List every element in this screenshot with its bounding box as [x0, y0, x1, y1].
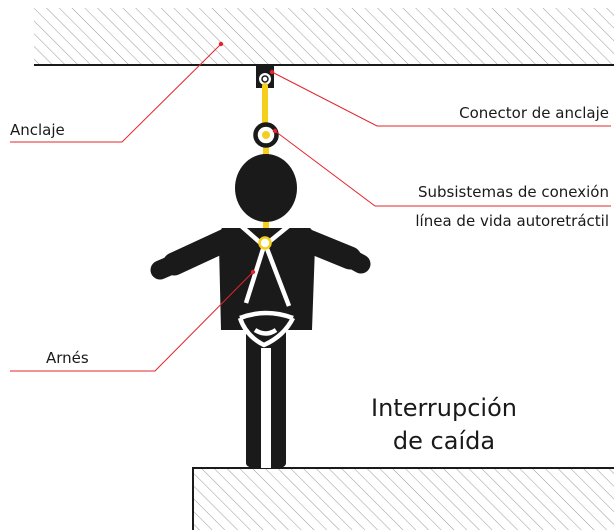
connection-ring — [253, 122, 279, 148]
anchor-label: Anclaje — [10, 121, 65, 139]
fall-arrest-title-line2: de caída — [393, 427, 495, 455]
worker-figure — [150, 154, 371, 468]
floor-platform — [192, 467, 614, 530]
floor-edge — [192, 467, 614, 530]
dorsal-d-ring — [258, 236, 272, 250]
leader-dots — [218, 41, 278, 275]
harness-label: Arnés — [46, 349, 89, 367]
ceiling-hatch — [34, 8, 614, 65]
leader-connection-subsystem — [274, 130, 611, 207]
worker-left-arm — [162, 228, 238, 276]
leader-anchor-connector — [271, 71, 611, 127]
anchor-connector-label: Conector de anclaje — [459, 104, 609, 122]
leader-harness — [10, 271, 254, 372]
anchor-connector — [256, 65, 274, 88]
ceiling — [34, 8, 614, 66]
connection-subsystem-label: Subsistemas de conexión — [418, 183, 609, 201]
lifeline-type-label: línea de vida autoretráctil — [415, 212, 609, 230]
worker-head — [235, 154, 297, 222]
leader-anchor — [10, 43, 222, 143]
fall-arrest-title-line1: Interrupción — [371, 394, 517, 422]
leader-lines — [10, 43, 611, 372]
floor-hatch — [193, 468, 614, 530]
